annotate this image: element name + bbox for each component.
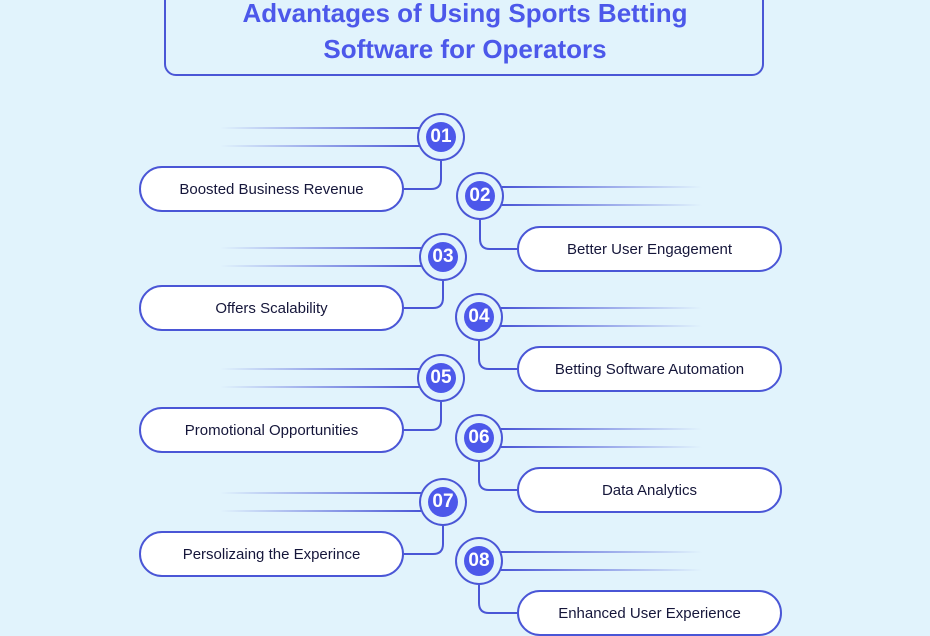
connector-elbow: [479, 220, 517, 250]
advantage-label-pill: Betting Software Automation: [517, 346, 782, 392]
step-number-badge: 06: [464, 423, 494, 453]
advantage-label-pill: Offers Scalability: [139, 285, 404, 331]
connector-elbow: [404, 526, 444, 555]
connector-stripe: [501, 569, 702, 571]
connector-stripe: [501, 428, 702, 430]
title-frame: [164, 0, 764, 76]
step-number-badge: 08: [464, 546, 494, 576]
connector-elbow: [478, 341, 517, 370]
step-number-badge: 05: [426, 363, 456, 393]
connector-stripe: [501, 551, 702, 553]
advantage-label-pill: Data Analytics: [517, 467, 782, 513]
advantage-label-pill: Enhanced User Experience: [517, 590, 782, 636]
advantage-label-pill: Boosted Business Revenue: [139, 166, 404, 212]
connector-elbow: [478, 585, 517, 614]
connector-stripe: [220, 127, 419, 129]
connector-elbow: [404, 281, 444, 309]
connector-elbow: [404, 161, 442, 190]
connector-stripe: [502, 186, 702, 188]
page-title-line-1: Advantages of Using Sports Betting: [242, 0, 688, 28]
advantage-label-pill: Better User Engagement: [517, 226, 782, 272]
connector-stripe: [220, 492, 421, 494]
step-number-badge: 04: [464, 302, 494, 332]
connector-stripe: [220, 265, 421, 267]
step-number-badge: 02: [465, 181, 495, 211]
connector-stripe: [501, 325, 702, 327]
step-number-badge: 01: [426, 122, 456, 152]
connector-stripe: [501, 307, 702, 309]
connector-stripe: [220, 386, 419, 388]
advantage-label-pill: Persolizaing the Experince: [139, 531, 404, 577]
page-title-line-2: Software for Operators: [323, 34, 607, 64]
advantage-label-pill: Promotional Opportunities: [139, 407, 404, 453]
connector-stripe: [220, 368, 419, 370]
connector-stripe: [220, 510, 421, 512]
step-number-badge: 03: [428, 242, 458, 272]
connector-elbow: [404, 402, 442, 431]
connector-stripe: [220, 145, 419, 147]
connector-lines: [220, 127, 702, 614]
connector-stripe: [502, 204, 702, 206]
connector-stripe: [501, 446, 702, 448]
step-number-badge: 07: [428, 487, 458, 517]
connector-elbow: [478, 462, 517, 491]
connector-stripe: [220, 247, 421, 249]
